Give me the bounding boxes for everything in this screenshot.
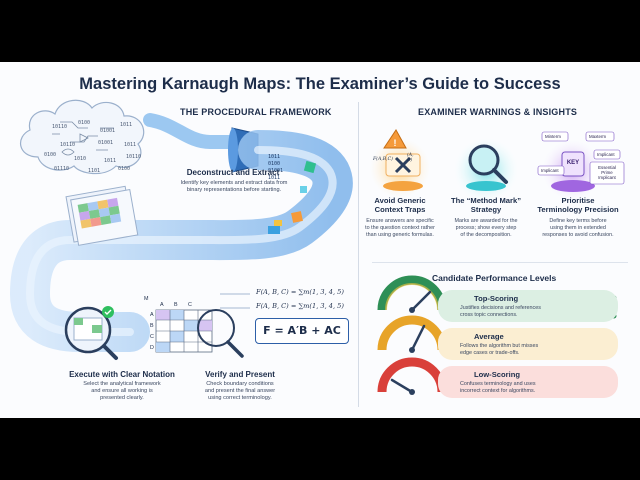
pipe-highlight xyxy=(25,146,337,336)
grid-sheet-stack xyxy=(65,185,139,246)
karnaugh-map xyxy=(155,309,244,358)
key-label: KEY xyxy=(566,160,580,166)
band-top-scoring xyxy=(438,290,618,322)
data-cubes xyxy=(268,160,317,234)
band-low-scoring xyxy=(438,366,618,398)
warning-terminology-desc: Define key terms before using them in ex… xyxy=(542,218,614,238)
level-top-title: Top-Scoring xyxy=(474,294,519,303)
step-verify-desc: Check boundary conditions and present th… xyxy=(204,381,276,401)
level-average-desc: Follows the algorithm but misses edge ca… xyxy=(460,343,539,356)
warning-triangle-icon: ! xyxy=(370,129,430,198)
warning-method-title: The “Method Mark” Strategy xyxy=(450,196,522,214)
right-heading: EXAMINER WARNINGS & INSIGHTS xyxy=(418,107,578,117)
formula-1: F(A, B, C) = ∑m(1, 3, 4, 5) xyxy=(256,288,344,296)
stream-binary-text: 1011 0100 01001 1011 xyxy=(268,154,284,181)
step-execute-desc: Select the analytical framework and ensu… xyxy=(83,381,161,401)
page-title: Mastering Karnaugh Maps: The Examiner’s … xyxy=(79,75,561,93)
level-average-title: Average xyxy=(474,332,504,341)
warning-method-desc: Marks are awarded for the process; show … xyxy=(454,218,518,238)
step-deconstruct-desc: Identify key elements and extract data f… xyxy=(180,180,288,193)
level-top-desc: Justifies decisions and references cross… xyxy=(460,305,541,318)
cloud-stream xyxy=(143,113,239,149)
final-answer-box: F = A′B + AC xyxy=(255,318,349,344)
gauge-top xyxy=(377,275,447,313)
gauge-top-needle xyxy=(410,290,432,312)
perf-separator xyxy=(372,262,628,263)
step-deconstruct-title: Deconstruct and Extract xyxy=(186,168,280,177)
gauge-average xyxy=(377,315,447,353)
warning-terminology-title: Prioritise Terminology Precision xyxy=(537,196,619,214)
level-low-title: Low-Scoring xyxy=(474,370,520,379)
gauge-low xyxy=(377,357,447,395)
funnel-mouth xyxy=(228,128,238,172)
magnifier-icon xyxy=(454,138,518,202)
performance-heading: Candidate Performance Levels xyxy=(432,273,557,283)
svg-text:!: ! xyxy=(394,138,397,148)
illustration-layer: ! xyxy=(9,99,625,395)
warning-generic-desc: Ensure answers are specific to the quest… xyxy=(365,218,435,238)
binary-cloud xyxy=(20,99,145,175)
column-divider xyxy=(358,102,359,407)
formula-2: F(A, B, C) = ∑m(1, 3, 4, 5) xyxy=(256,302,344,310)
band-average xyxy=(438,328,618,360)
infographic: Mastering Karnaugh Maps: The Examiner’s … xyxy=(0,62,640,418)
magnifier-grid-icon xyxy=(64,306,118,360)
left-heading: THE PROCEDURAL FRAMEWORK xyxy=(180,107,332,117)
step-execute-title: Execute with Clear Notation xyxy=(69,370,175,379)
warning-generic-title: Avoid Generic Context Traps xyxy=(374,196,426,214)
key-icon xyxy=(537,131,625,200)
step-verify-title: Verify and Present xyxy=(205,370,275,379)
formula-pointers xyxy=(220,293,250,309)
level-low-desc: Confuses terminology and uses incorrect … xyxy=(460,381,536,394)
